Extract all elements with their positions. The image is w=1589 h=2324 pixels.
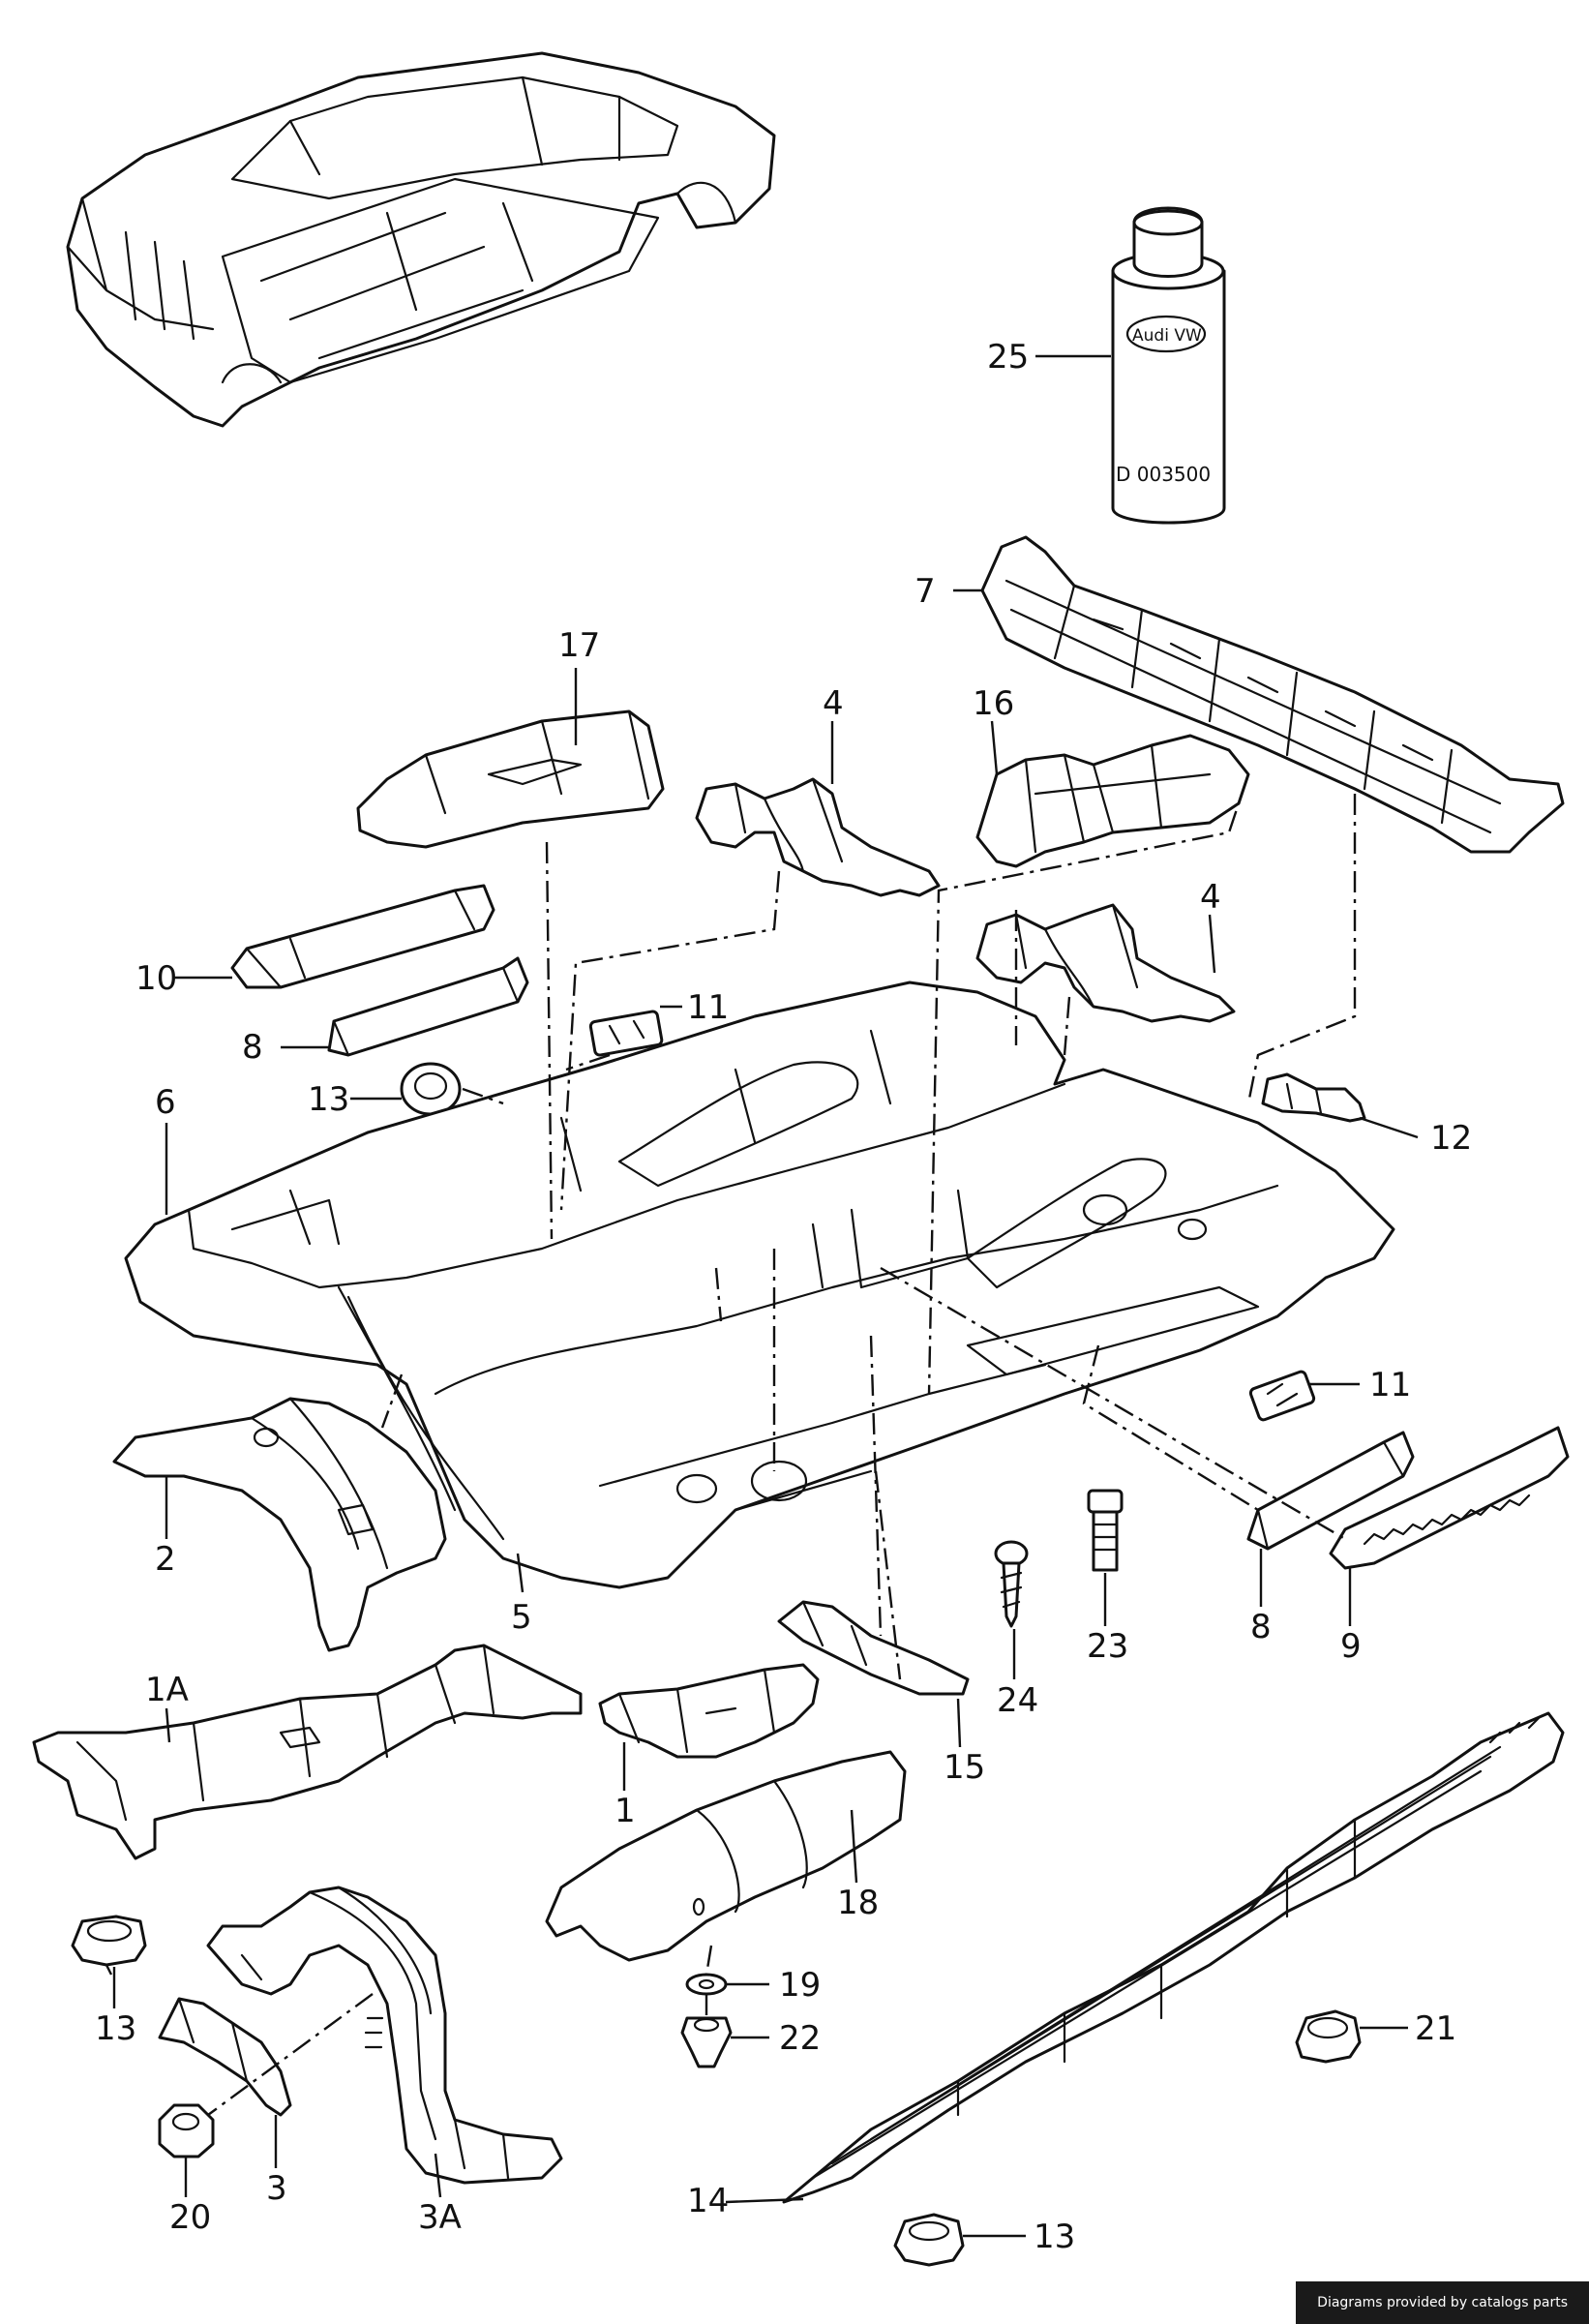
callout-8-lower: 8	[1250, 1608, 1272, 1646]
callout-25: 25	[987, 338, 1029, 377]
part-14-side-sill	[782, 1711, 1565, 2204]
callout-8-upper: 8	[242, 1028, 263, 1067]
part-4-bracket-upper	[695, 777, 941, 897]
part-13-grommet-bottom	[893, 2213, 965, 2267]
part-8-reinforcement-lower	[1246, 1431, 1415, 1551]
callout-23: 23	[1087, 1627, 1128, 1666]
leader-lines	[112, 354, 1419, 2238]
callout-15: 15	[944, 1748, 985, 1787]
callout-13-left: 13	[95, 2009, 136, 2048]
part-6-5-floor-pan	[124, 981, 1395, 1589]
callout-17: 17	[558, 626, 600, 665]
part-12-bracket	[1261, 1072, 1366, 1123]
can-part-code: D 003500	[1116, 463, 1211, 486]
part-7-rear-cross-member	[980, 535, 1565, 854]
callout-2: 2	[155, 1540, 176, 1579]
callout-11-lower: 11	[1369, 1366, 1411, 1404]
callout-labels: 25 7 17 4 16 10 8 11 4 13 6 12 11 2 5 24…	[95, 338, 1472, 2256]
callout-1A: 1A	[145, 1671, 189, 1709]
part-21-grommet	[1295, 2009, 1362, 2064]
callout-22: 22	[779, 2019, 821, 2058]
part-4-bracket-lower	[975, 903, 1236, 1023]
part-16-bracket	[975, 734, 1250, 868]
callout-4-lower: 4	[1200, 878, 1221, 917]
part-13-grommet-upper	[400, 1062, 462, 1116]
callout-6: 6	[155, 1083, 176, 1122]
callout-3: 3	[266, 2169, 287, 2208]
callout-7: 7	[914, 572, 936, 611]
part-18-heat-shield	[545, 1750, 907, 1962]
part-24-screw	[994, 1540, 1029, 1628]
svg-text:Audi VW: Audi VW	[1132, 326, 1202, 346]
part-10-reinforcement	[230, 884, 495, 989]
part-11-clip-lower	[1248, 1370, 1316, 1422]
part-11-clip-upper	[588, 1010, 664, 1057]
part-15-bracket	[777, 1600, 970, 1696]
car-body-overview	[66, 51, 776, 428]
part-3A-cross-member	[206, 1886, 563, 2185]
part-23-bolt	[1087, 1489, 1124, 1572]
callout-12: 12	[1430, 1119, 1472, 1158]
part-20-nut	[158, 2103, 215, 2158]
callout-3A: 3A	[418, 2198, 462, 2237]
part-1-bracket	[598, 1663, 820, 1759]
part-19-washer	[685, 1973, 728, 1996]
callout-18: 18	[837, 1884, 879, 1922]
callout-24: 24	[997, 1681, 1038, 1720]
part-17-tunnel-cover	[356, 709, 665, 849]
part-22-nut-clip	[680, 2016, 733, 2068]
callout-11-upper: 11	[687, 988, 729, 1027]
part-1A-longitudinal-member	[32, 1644, 583, 1860]
part-2-wheel-housing	[112, 1397, 447, 1652]
assembly-lines	[105, 773, 1357, 2116]
callout-13-bottom: 13	[1034, 2218, 1075, 2256]
callout-16: 16	[973, 684, 1014, 723]
part-9-sill-reinforcement	[1329, 1426, 1570, 1570]
sealant-can: Audi VW D 003500	[1111, 206, 1226, 525]
part-3-bracket	[158, 1997, 292, 2117]
callout-1: 1	[615, 1792, 636, 1830]
callout-10: 10	[135, 959, 177, 998]
callout-13-upper: 13	[308, 1080, 349, 1119]
callout-14: 14	[687, 2182, 729, 2220]
callout-5: 5	[511, 1598, 532, 1637]
callout-9: 9	[1340, 1627, 1362, 1666]
part-13-grommet-left	[71, 1915, 147, 1967]
callout-19: 19	[779, 1966, 821, 2005]
callout-21: 21	[1415, 2009, 1456, 2048]
credit-banner: Diagrams provided by catalogs parts	[1296, 2281, 1589, 2324]
part-8-reinforcement-upper	[327, 956, 529, 1057]
callout-20: 20	[169, 2198, 211, 2237]
callout-4-upper: 4	[823, 684, 844, 723]
can-logo: Audi VW	[1125, 315, 1207, 353]
